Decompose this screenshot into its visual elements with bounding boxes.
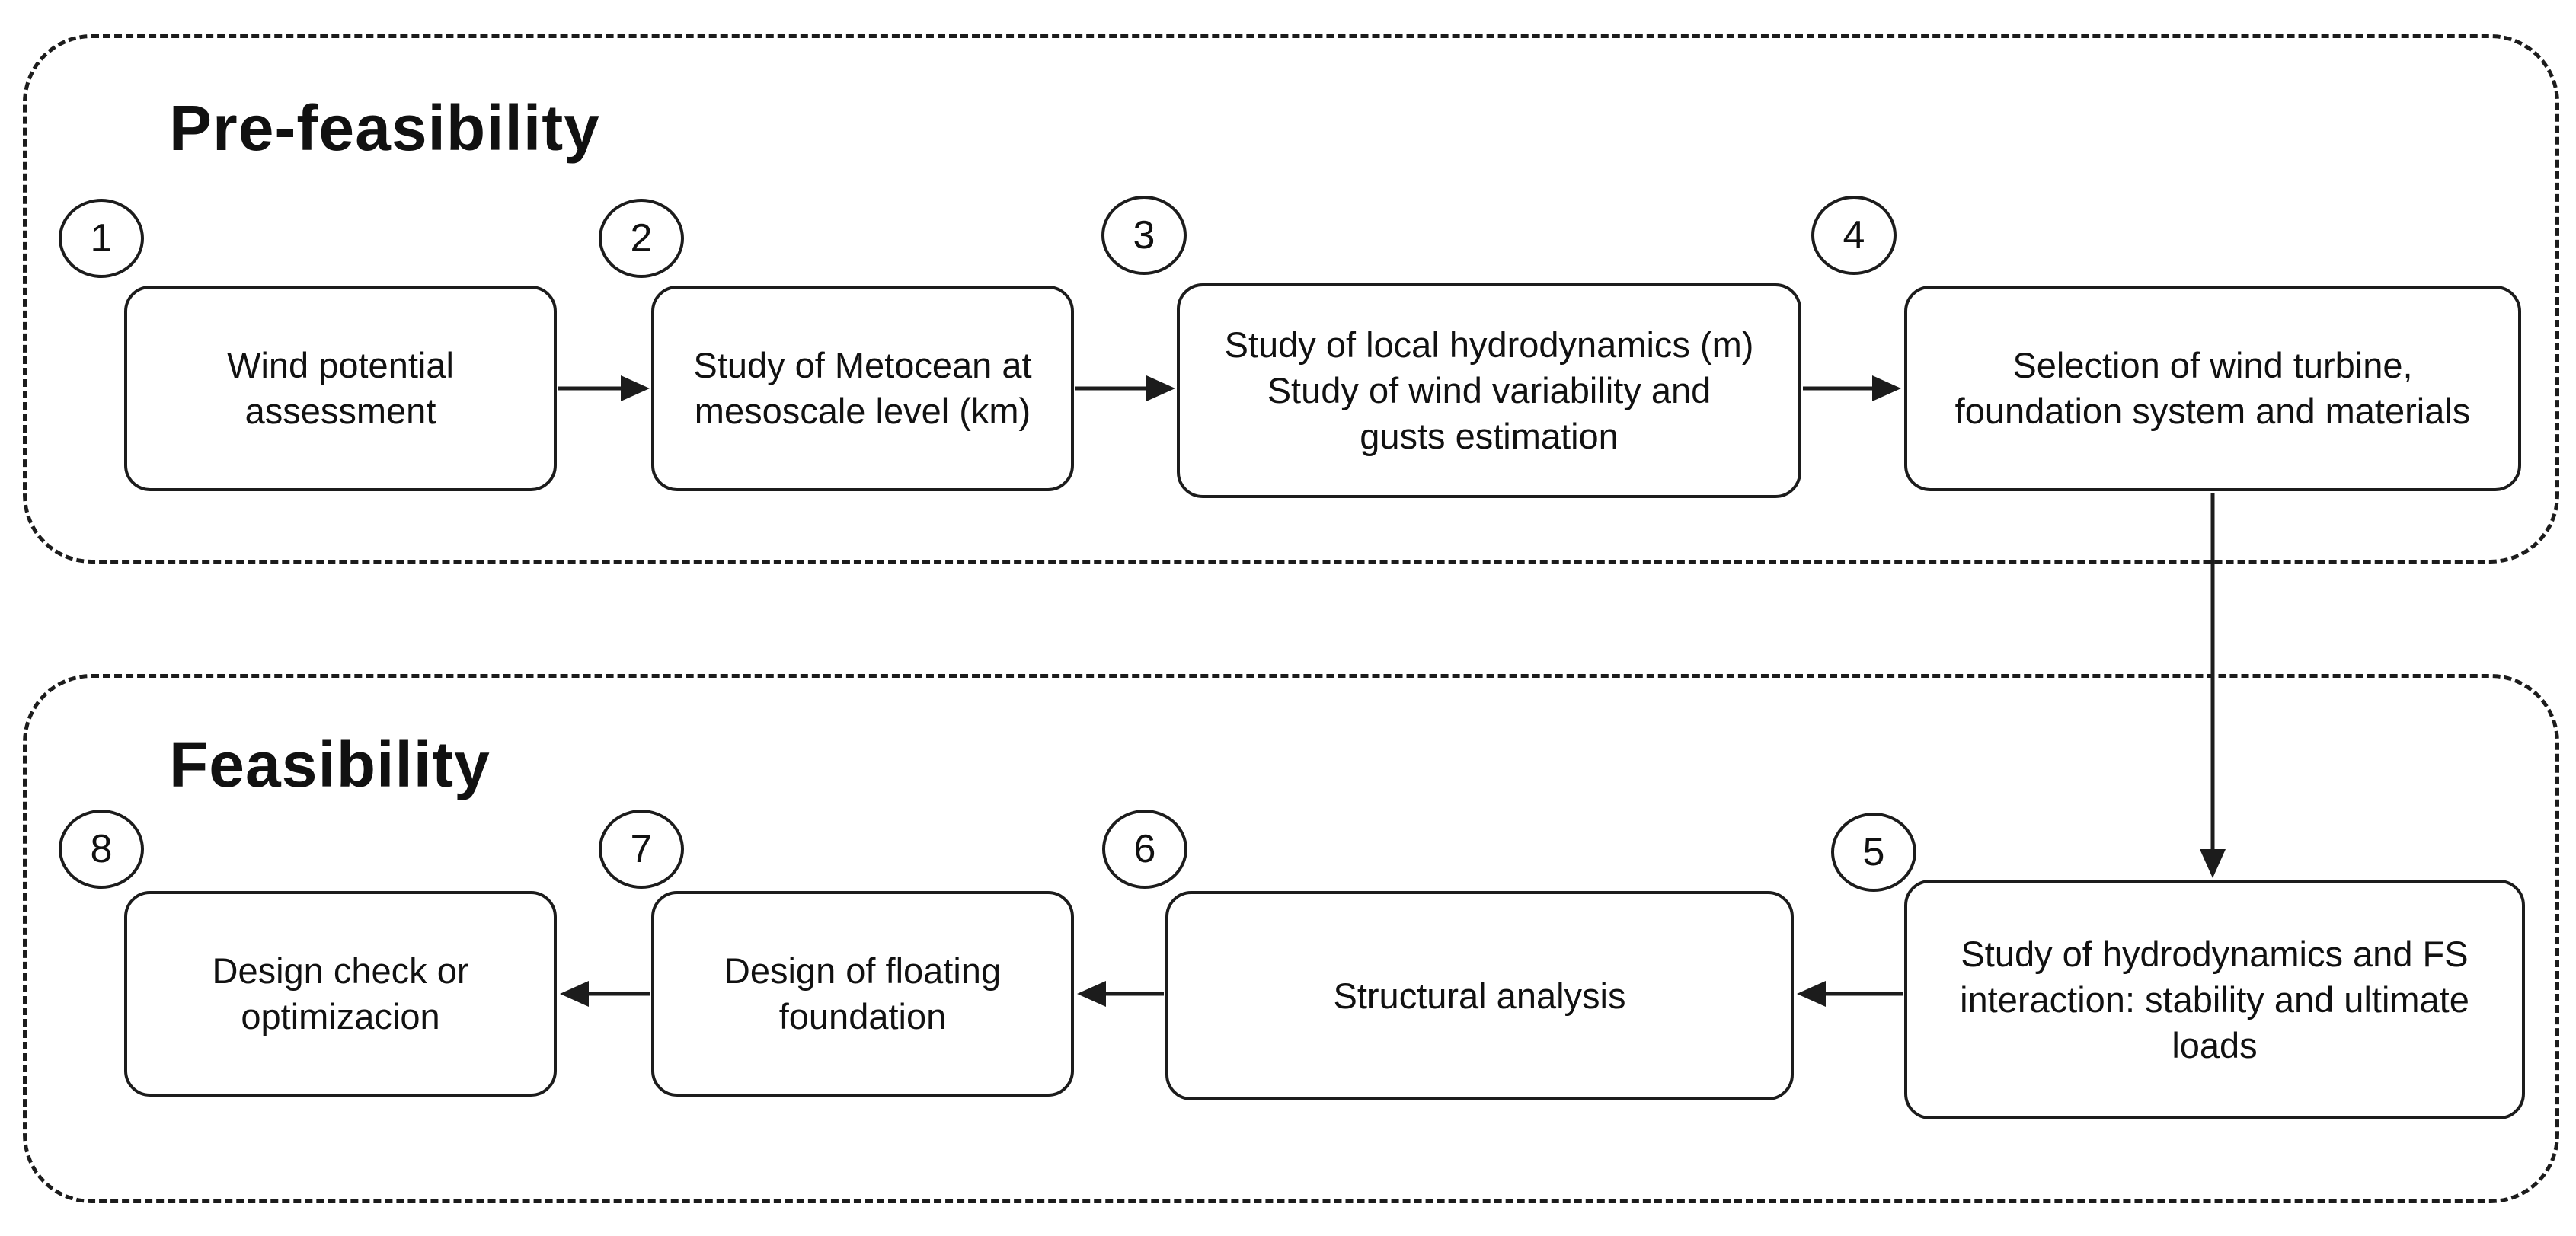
step-7-number: 7 <box>630 827 653 871</box>
step-box-wind-potential-assessment: Wind potential assessment <box>124 286 557 491</box>
step-6-badge: 6 <box>1102 810 1187 889</box>
step-8-number: 8 <box>90 827 113 871</box>
step-1-badge: 1 <box>59 199 144 278</box>
step-4-number: 4 <box>1843 213 1865 257</box>
step-box-hydrodynamics-fs-interaction: Study of hydrodynamics and FS interactio… <box>1904 880 2525 1119</box>
step-box-floating-foundation-design: Design of floating foundation <box>651 891 1074 1097</box>
step-8-badge: 8 <box>59 810 144 889</box>
step-box-structural-analysis: Structural analysis <box>1165 891 1794 1100</box>
step-box-local-hydrodynamics: Study of local hydrodynamics (m) Study o… <box>1177 283 1801 498</box>
phase-prefeasibility-container <box>23 34 2559 564</box>
step-3-number: 3 <box>1133 213 1155 257</box>
step-box-label: Structural analysis <box>1333 975 1626 1016</box>
step-box-label: Study of Metocean at mesoscale level (km… <box>693 345 1032 431</box>
step-box-label: Study of hydrodynamics and FS interactio… <box>1960 933 2469 1065</box>
step-box-design-check-optimization: Design check or optimizacion <box>124 891 557 1097</box>
step-box-label: Selection of wind turbine, foundation sy… <box>1954 345 2471 431</box>
step-box-turbine-selection: Selection of wind turbine, foundation sy… <box>1904 286 2521 491</box>
step-2-badge: 2 <box>599 199 684 278</box>
step-1-number: 1 <box>90 216 113 260</box>
step-6-number: 6 <box>1133 827 1156 871</box>
step-box-label: Study of local hydrodynamics (m) Study o… <box>1224 324 1754 456</box>
step-box-label: Design check or optimizacion <box>212 950 469 1036</box>
step-3-badge: 3 <box>1101 196 1187 275</box>
step-7-badge: 7 <box>599 810 684 889</box>
step-2-number: 2 <box>630 216 653 260</box>
phase-title-feasibility: Feasibility <box>169 729 491 800</box>
step-box-label: Design of floating foundation <box>724 950 1002 1036</box>
phase-title-prefeasibility: Pre-feasibility <box>169 92 600 164</box>
phase-feasibility-container <box>23 674 2559 1203</box>
step-box-label: Wind potential assessment <box>227 345 454 431</box>
step-5-badge: 5 <box>1831 813 1916 892</box>
step-box-metocean-study: Study of Metocean at mesoscale level (km… <box>651 286 1074 491</box>
step-5-number: 5 <box>1862 830 1885 874</box>
step-4-badge: 4 <box>1811 196 1897 275</box>
